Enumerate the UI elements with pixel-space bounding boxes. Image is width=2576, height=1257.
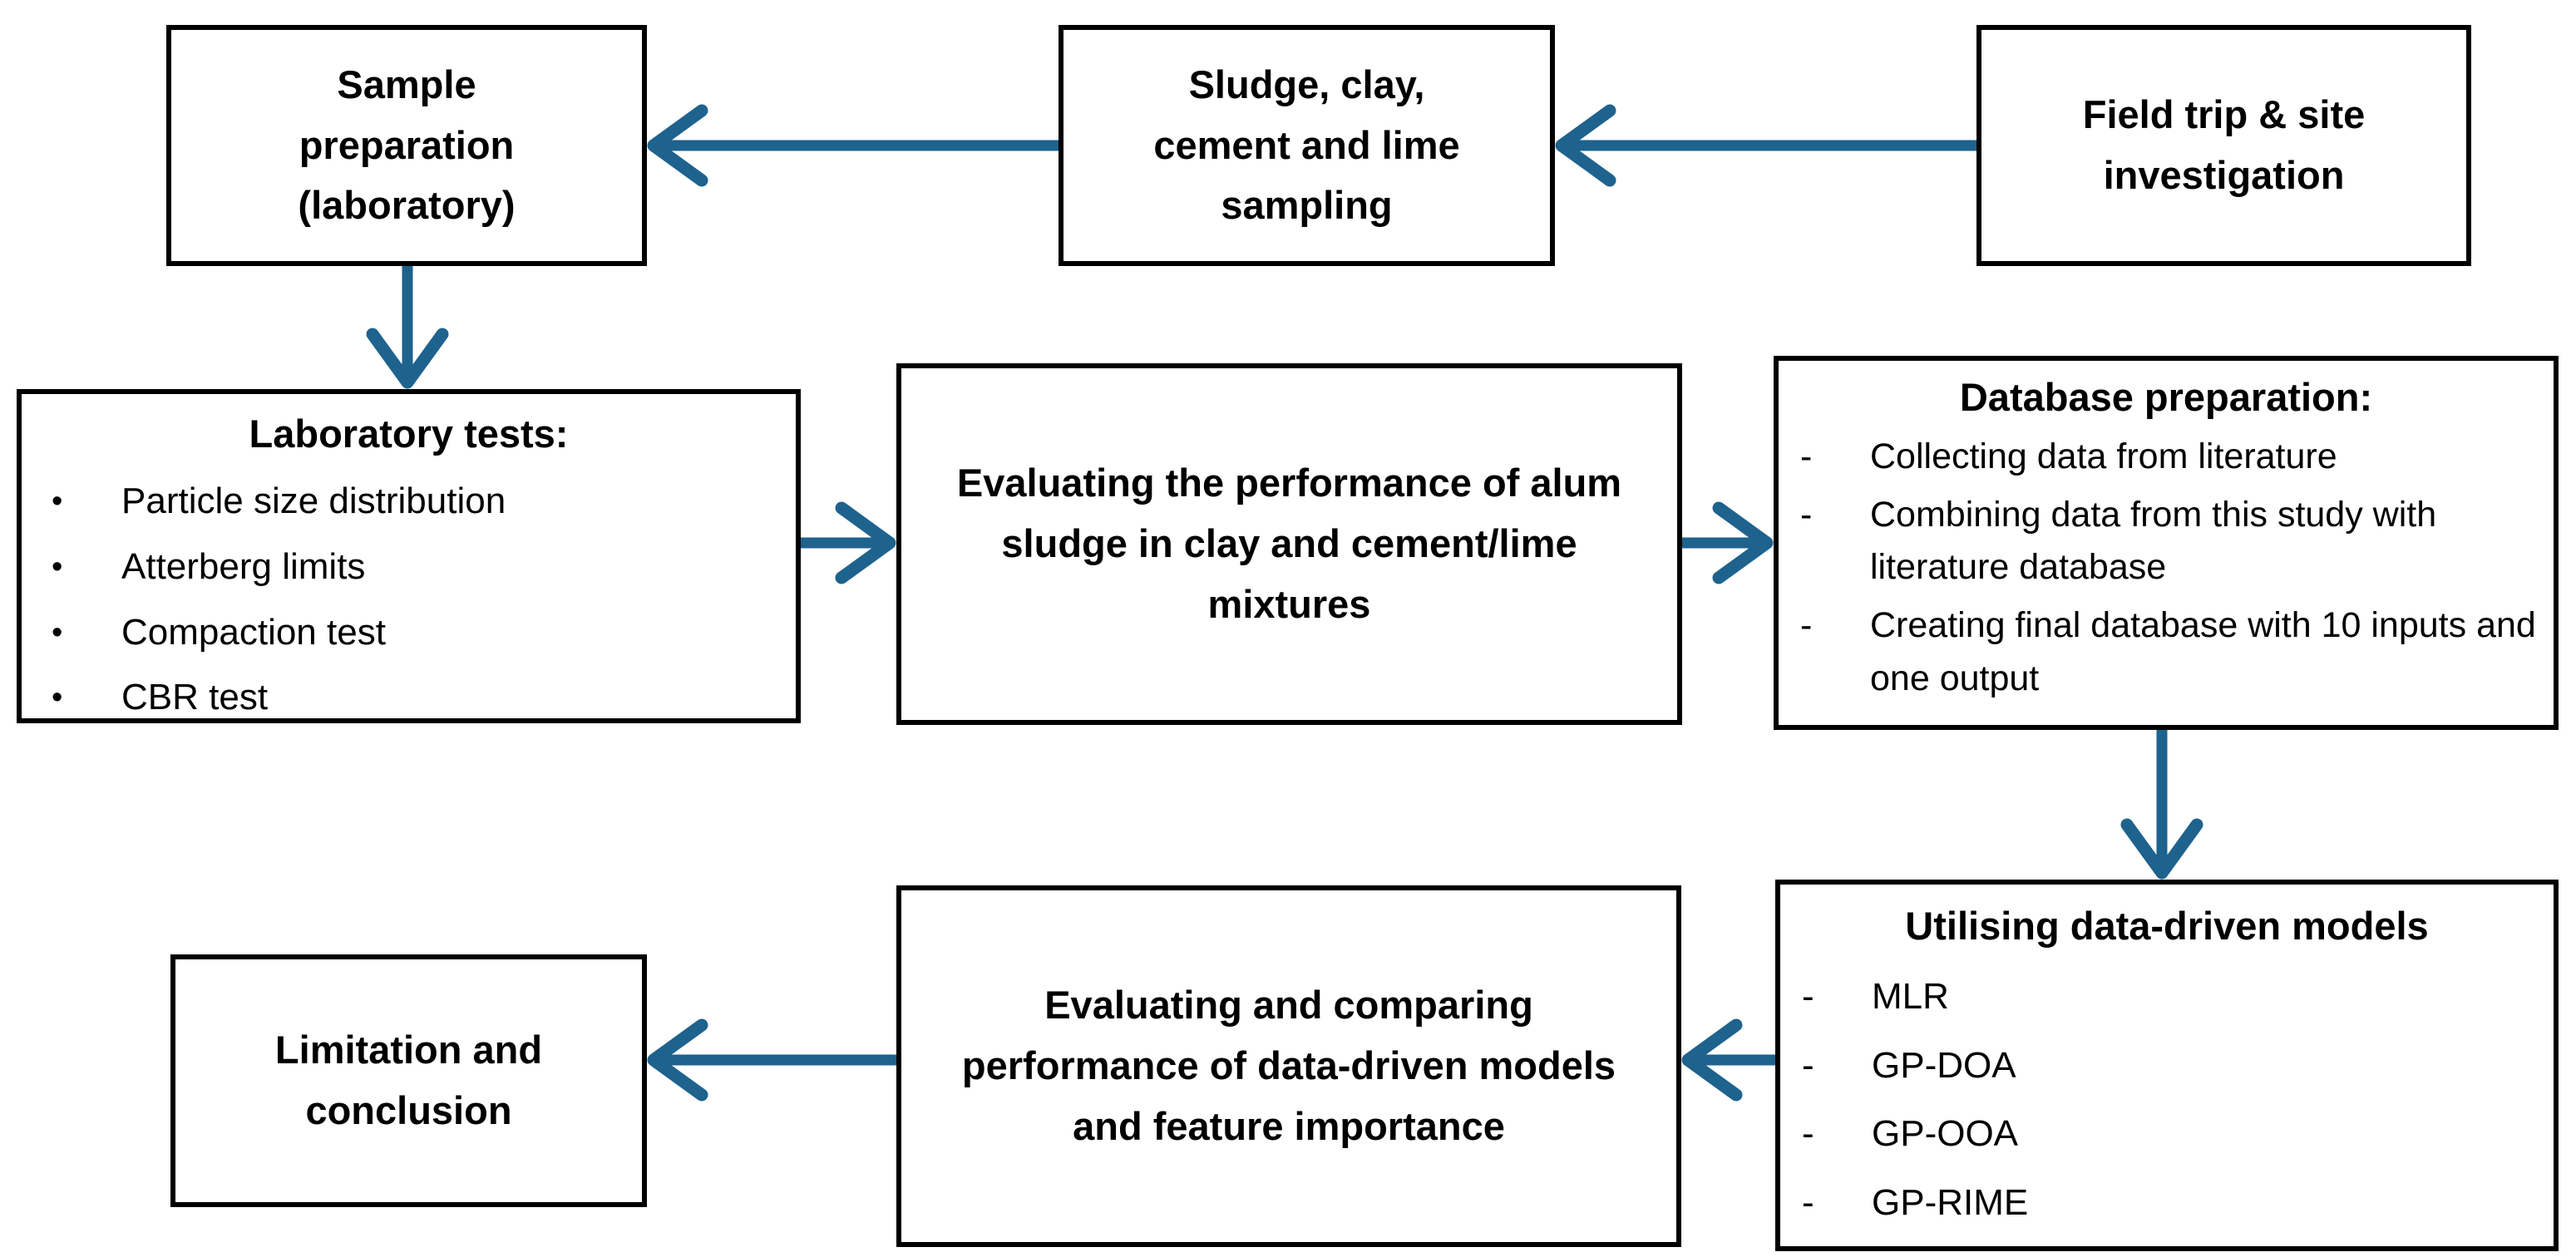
list-item-text: MLR — [1872, 976, 1949, 1018]
dash-marker: - — [1800, 436, 1813, 477]
node-evaluating-performance: Evaluating the performance of alum sludg… — [896, 363, 1682, 725]
list-item: - MLR — [1780, 971, 2554, 1023]
list-item: - Creating final database with 10 inputs … — [1779, 599, 2554, 705]
node-title: Limitation and conclusion — [274, 1028, 543, 1132]
list-item: - Combining data from this study with lit… — [1779, 489, 2554, 594]
node-laboratory-tests: Laboratory tests: • Particle size distrib… — [17, 389, 801, 723]
list-item-text: GP-DOA — [1872, 1044, 2016, 1086]
bullet-marker: • — [52, 614, 63, 650]
node-sludge-clay-cement-lime-sampling: Sludge, clay, cement and lime sampling — [1059, 25, 1555, 266]
dash-marker: - — [1800, 494, 1813, 535]
arrow-field-trip-to-sampling — [1555, 104, 1976, 187]
node-title: Sample preparation (laboratory) — [298, 62, 516, 228]
node-title: Sludge, clay, cement and lime sampling — [1153, 62, 1460, 228]
node-field-trip-site-investigation: Field trip & site investigation — [1976, 25, 2471, 266]
list-item: • Compaction test — [22, 607, 796, 659]
list-item-text: Compaction test — [121, 611, 386, 653]
list-item: - GP-RIME — [1780, 1177, 2554, 1229]
bullet-marker: • — [52, 549, 63, 584]
dash-marker: - — [1802, 1113, 1814, 1155]
list-item: - GP-DOA — [1780, 1040, 2554, 1092]
arrow-laboratory-tests-to-evaluating-performance — [801, 501, 896, 584]
list-item: - GP-OOA — [1780, 1108, 2554, 1160]
dash-marker: - — [1802, 1181, 1814, 1223]
node-sample-preparation: Sample preparation (laboratory) — [166, 25, 647, 266]
list-item-text: GP-OOA — [1872, 1113, 2019, 1155]
node-limitation-conclusion: Limitation and conclusion — [170, 954, 647, 1207]
node-title: Evaluating and comparing performance of … — [961, 983, 1616, 1148]
node-model-comparison: Evaluating and comparing performance of … — [896, 885, 1681, 1247]
list-item: - Collecting data from literature — [1779, 431, 2554, 484]
list-item-text: Atterberg limits — [121, 545, 366, 587]
bullet-marker: • — [52, 484, 63, 520]
list-item-text: GP-RIME — [1872, 1181, 2029, 1223]
node-database-preparation: Database preparation: - Collecting data f… — [1774, 356, 2559, 730]
list-item-text: Collecting data from literature — [1870, 436, 2337, 477]
list-item-text: Creating final database with 10 inputs a… — [1870, 605, 2536, 698]
arrow-data-driven-models-to-model-comparison — [1681, 1018, 1775, 1102]
list-item-text: Combining data from this study with lite… — [1870, 494, 2437, 588]
list-item-text: Particle size distribution — [121, 481, 506, 522]
dash-marker: - — [1802, 976, 1814, 1018]
node-title: Evaluating the performance of alum sludg… — [956, 461, 1622, 626]
node-title: Database preparation: — [1959, 375, 2373, 419]
dash-marker: - — [1802, 1044, 1814, 1086]
arrow-sample-preparation-to-laboratory-tests — [366, 266, 449, 389]
arrow-model-comparison-to-limitation-conclusion — [647, 1018, 896, 1102]
node-title: Utilising data-driven models — [1905, 904, 2429, 948]
node-title: Field trip & site investigation — [2082, 92, 2366, 197]
list-item: • CBR test — [22, 672, 796, 724]
database-preparation-list: - Collecting data from literature - Combin… — [1779, 431, 2554, 705]
node-title: Laboratory tests: — [249, 412, 569, 456]
arrow-sampling-to-sample-preparation — [647, 104, 1059, 187]
list-item: • Atterberg limits — [22, 541, 796, 594]
data-driven-models-list: - MLR - GP-DOA - GP-OOA - GP-RIME — [1780, 971, 2554, 1229]
laboratory-tests-list: • Particle size distribution • Atterberg l… — [22, 476, 796, 724]
dash-marker: - — [1800, 605, 1813, 646]
bullet-marker: • — [52, 680, 63, 716]
arrow-evaluating-performance-to-database-preparation — [1682, 501, 1774, 584]
arrow-database-preparation-to-data-driven-models — [2120, 730, 2203, 880]
node-utilising-data-driven-models: Utilising data-driven models - MLR - GP-DO… — [1775, 880, 2559, 1251]
list-item-text: CBR test — [121, 677, 269, 718]
list-item: • Particle size distribution — [22, 476, 796, 528]
